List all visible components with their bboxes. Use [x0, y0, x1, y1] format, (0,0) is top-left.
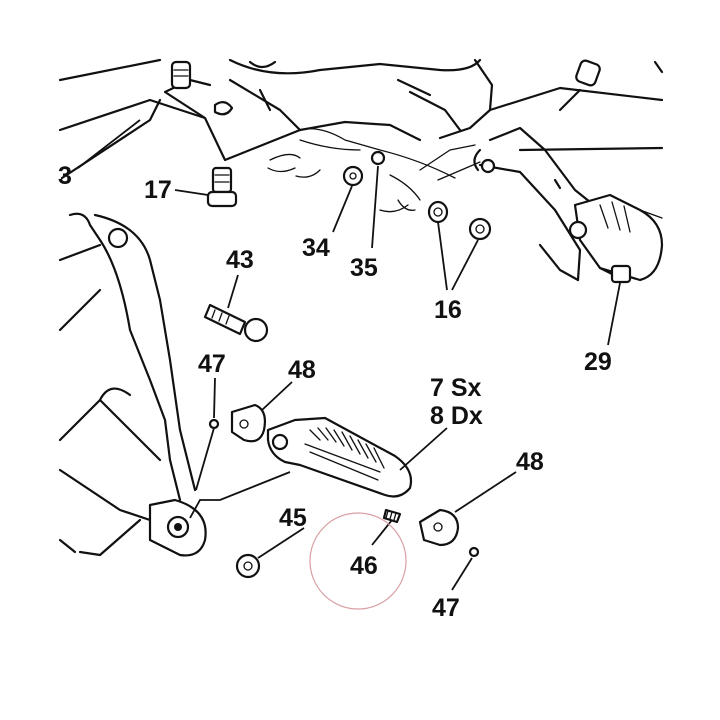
nut-34: [342, 165, 364, 187]
highlight-marker: [309, 512, 407, 610]
top-left-bolt: [170, 60, 192, 90]
bolt-29: [598, 264, 632, 284]
pin-47b: [468, 546, 480, 558]
top-right-bolt: [558, 59, 664, 112]
callout-16: 16: [434, 296, 462, 324]
shift-lever: [58, 212, 207, 557]
callout-3: 3: [58, 162, 72, 190]
footpeg: [266, 416, 413, 498]
nut-45: [235, 553, 261, 579]
callout-34: 34: [302, 234, 330, 262]
frame-housing: [58, 58, 494, 180]
pin-47a: [208, 418, 220, 430]
leader-lines: [77, 119, 621, 591]
bolt-17: [206, 166, 238, 208]
nut-16a: [427, 200, 449, 224]
callout-29: 29: [584, 348, 612, 376]
bolt-43: [203, 303, 269, 343]
callout-8-dx: 8 Dx: [430, 402, 483, 430]
callout-17: 17: [144, 176, 172, 204]
washer-48b: [418, 508, 460, 547]
washer-48a: [230, 403, 267, 443]
callout-47-top: 47: [198, 350, 226, 378]
rear-footrest: [568, 193, 664, 282]
callout-35: 35: [350, 254, 378, 282]
callout-48-right: 48: [516, 448, 544, 476]
callout-43: 43: [226, 246, 254, 274]
rear-set-bracket: [473, 86, 664, 282]
spring-46: [382, 508, 402, 524]
wiring-harness: [267, 128, 481, 213]
callout-7-sx: 7 Sx: [430, 374, 482, 402]
callout-46: 46: [350, 552, 378, 580]
callout-labels: 3 17 34 35 16 43 29 47 48 7 Sx 8 Dx 48 4…: [58, 162, 612, 622]
callout-47-bottom: 47: [432, 594, 460, 622]
nut-16b: [468, 217, 492, 241]
callout-45: 45: [279, 504, 307, 532]
callout-48-top: 48: [288, 356, 316, 384]
